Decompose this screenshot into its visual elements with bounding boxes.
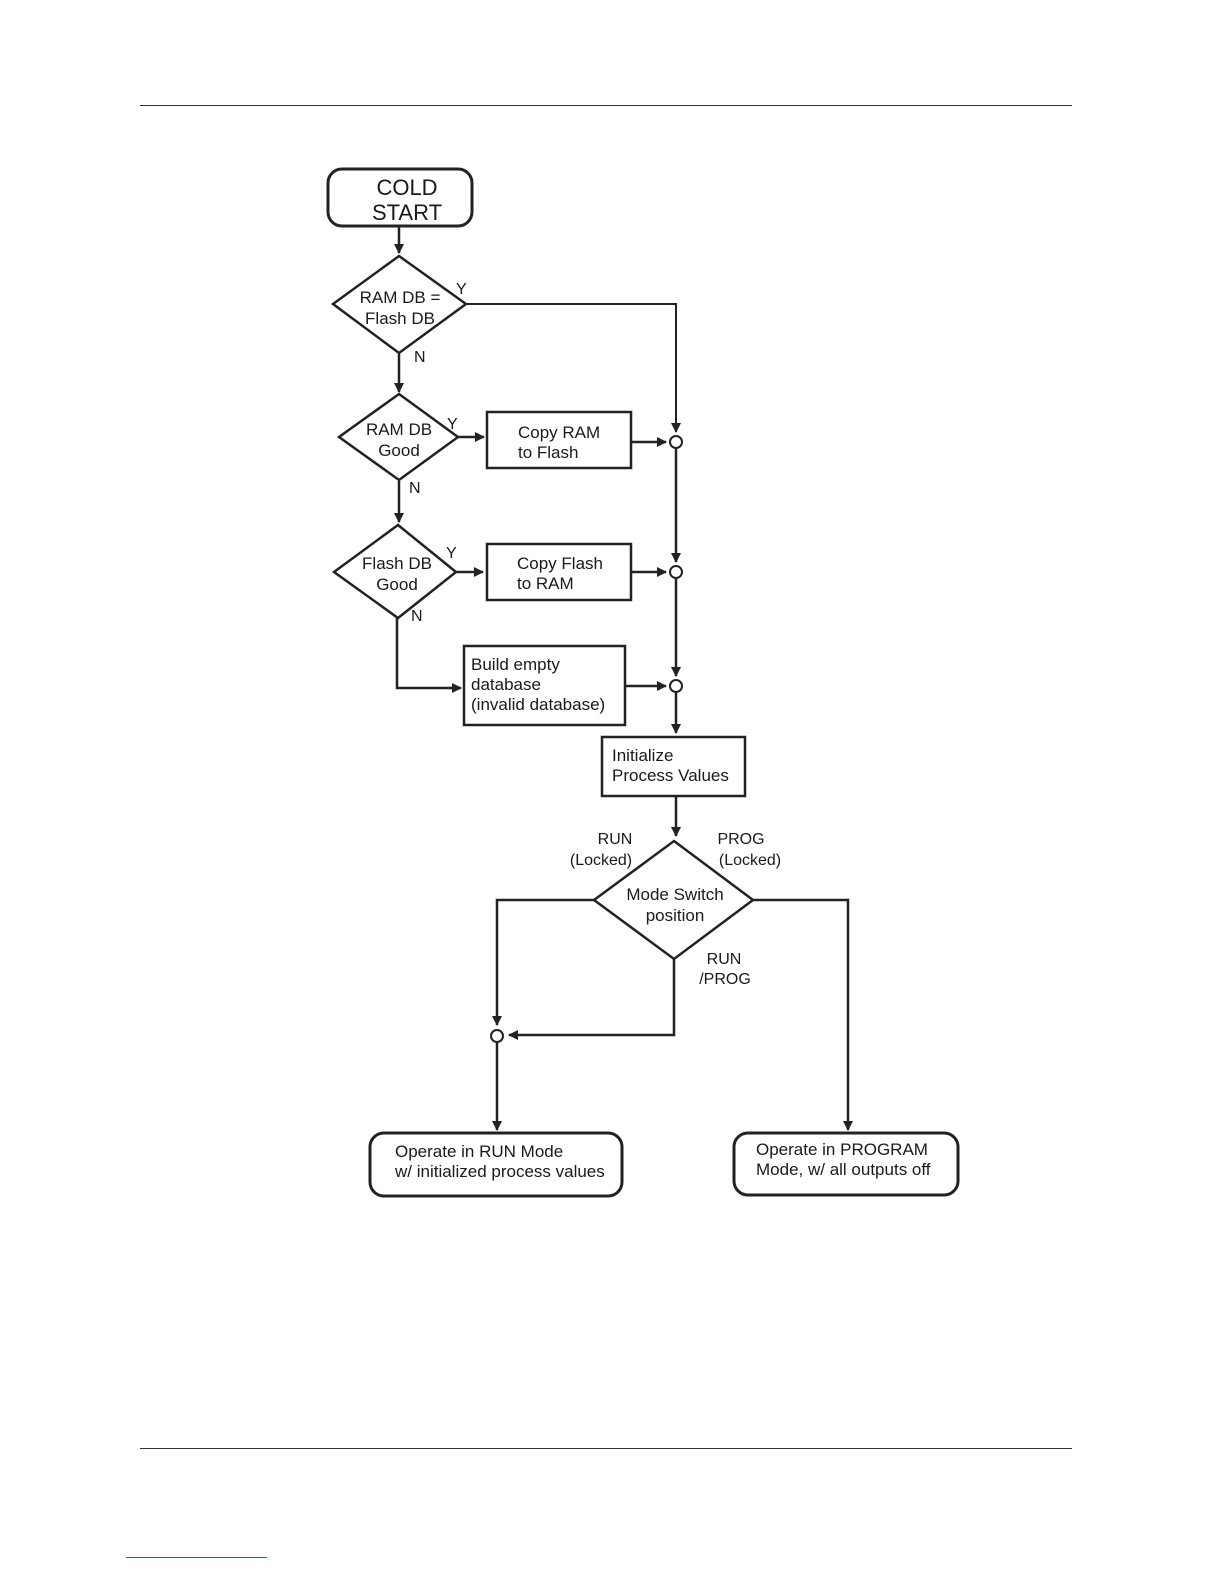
label-ramgood-no: N [409, 480, 421, 497]
flash-db-good-line1: Flash DB [362, 554, 432, 573]
build-empty-line1: Build empty [471, 655, 560, 674]
header-rule [140, 105, 1072, 106]
label-flashgood-no: N [411, 608, 423, 625]
program-mode-line2: Mode, w/ all outputs off [756, 1160, 931, 1179]
label-ramflash-yes: Y [456, 281, 467, 298]
cold-start-line2: START [372, 200, 442, 225]
label-prog-locked-line2: (Locked) [719, 852, 781, 869]
edge-ramflash-yes [465, 303, 681, 433]
footer-link-underline [126, 1557, 267, 1558]
edge-mode-run-prog [508, 958, 676, 1040]
node-program-mode: Operate in PROGRAM Mode, w/ all outputs … [732, 1131, 960, 1197]
ram-db-good-line1: RAM DB [366, 420, 432, 439]
label-run-locked-line1: RUN [598, 831, 633, 848]
node-mode-switch-decision: Mode Switch position [591, 839, 756, 961]
mode-switch-line1: Mode Switch [626, 885, 723, 904]
node-run-mode: Operate in RUN Mode w/ initialized proce… [368, 1131, 624, 1198]
node-build-empty-database: Build empty database (invalid database) [462, 644, 627, 727]
flash-db-good-line2: Good [376, 575, 418, 594]
copy-flash-line1: Copy Flash [517, 554, 603, 573]
copy-ram-line1: Copy RAM [518, 423, 600, 442]
build-empty-line2: database [471, 675, 541, 694]
junctions [490, 435, 683, 1043]
node-ram-equals-flash-decision: RAM DB = Flash DB [330, 254, 469, 355]
node-flash-db-good-decision: Flash DB Good [331, 523, 458, 620]
run-mode-line1: Operate in RUN Mode [395, 1142, 563, 1161]
init-line2: Process Values [612, 766, 729, 785]
label-ramgood-yes: Y [447, 416, 458, 433]
label-ramflash-no: N [414, 349, 426, 366]
node-cold-start: COLD START [326, 167, 474, 228]
init-line1: Initialize [612, 746, 673, 765]
cold-start-line1: COLD [376, 175, 437, 200]
junction-3 [669, 679, 683, 693]
node-ram-db-good-decision: RAM DB Good [336, 392, 461, 482]
ram-equals-flash-line2: Flash DB [365, 309, 435, 328]
build-empty-line3: (invalid database) [471, 695, 605, 714]
node-copy-flash-to-ram: Copy Flash to RAM [485, 542, 633, 602]
program-mode-line1: Operate in PROGRAM [756, 1140, 928, 1159]
ram-db-good-line2: Good [378, 441, 420, 460]
junction-4 [490, 1029, 504, 1043]
junction-1 [669, 435, 683, 449]
run-mode-line2: w/ initialized process values [394, 1162, 605, 1181]
label-flashgood-yes: Y [446, 545, 457, 562]
copy-flash-line2: to RAM [517, 574, 574, 593]
edge-labels: Y N Y N Y N RUN (Locked) PROG (Locked) R… [409, 281, 781, 988]
label-run-prog-line2: /PROG [699, 971, 751, 988]
label-run-locked-line2: (Locked) [570, 852, 632, 869]
node-copy-ram-to-flash: Copy RAM to Flash [485, 410, 633, 470]
junction-2 [669, 565, 683, 579]
ram-equals-flash-line1: RAM DB = [360, 288, 441, 307]
node-initialize-process-values: Initialize Process Values [600, 735, 747, 798]
copy-ram-line2: to Flash [518, 443, 578, 462]
footer-rule [140, 1448, 1072, 1449]
connectors [394, 226, 853, 1131]
edge-mode-prog-locked [752, 898, 853, 1131]
label-prog-locked-line1: PROG [717, 831, 764, 848]
label-run-prog-line1: RUN [707, 951, 742, 968]
edge-flashgood-no [395, 617, 462, 693]
edge-mode-run-locked [492, 898, 594, 1026]
mode-switch-line2: position [646, 906, 705, 925]
